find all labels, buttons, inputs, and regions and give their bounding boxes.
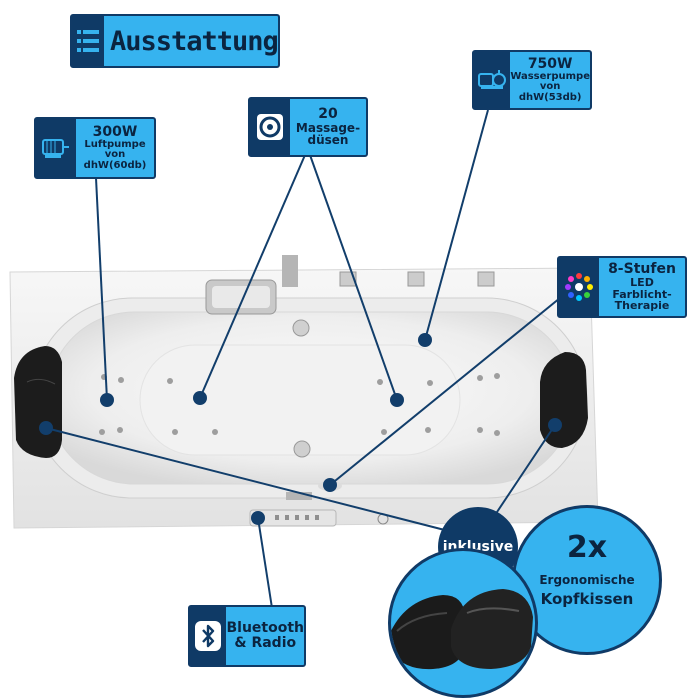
air-pump-noise: von dhW(60db) [83,149,147,171]
pillow-marker-right [548,418,562,432]
led-name-2: Therapie [614,299,670,313]
jets-name-1: Massage- [295,120,361,135]
led-steps: 8-Stufen [608,261,676,278]
promo-line1: Ergonomische [539,573,635,587]
radio-label: & Radio [234,635,297,651]
jets-name-2: düsen [307,133,349,148]
motor-icon [36,119,76,177]
pump-icon [474,52,511,108]
list-icon [72,16,104,66]
feature-led: 8-Stufen LED Farblicht- Therapie [557,256,687,318]
led-color-icon [559,258,599,316]
jets-marker-left [193,391,207,405]
water-pump-power: 750W [527,55,573,72]
pillow-zoom-circle [388,548,538,698]
jet-icon [250,99,290,155]
feature-water-pump: 750W Wasserpumpe von dhW(53db) [472,50,592,110]
pillow-illustration [391,589,533,670]
jets-marker-right [390,393,404,407]
led-name-1: LED Farblicht- [612,276,672,301]
air-pump-power: 300W [92,123,138,140]
water-pump-marker [418,333,432,347]
promo-line2: Kopfkissen [540,590,634,608]
control-panel-marker [251,511,265,525]
bluetooth-icon [190,607,227,665]
water-pump-name: Wasserpumpe [510,70,590,82]
led-marker [323,478,337,492]
feature-bluetooth: Bluetooth & Radio [188,605,306,667]
promo-count: 2x [566,530,608,565]
jets-count: 20 [318,106,338,123]
water-pump-noise: von dhW(53db) [518,81,582,103]
air-pump-marker [100,393,114,407]
page-title: Ausstattung [110,25,279,57]
feature-jets: 20 Massage- düsen [248,97,368,157]
bluetooth-label: Bluetooth [226,620,304,637]
pillow-marker-left [39,421,53,435]
section-title: Ausstattung [70,14,280,68]
air-pump-name: Luftpumpe [84,138,146,150]
feature-air-pump: 300W Luftpumpe von dhW(60db) [34,117,156,179]
